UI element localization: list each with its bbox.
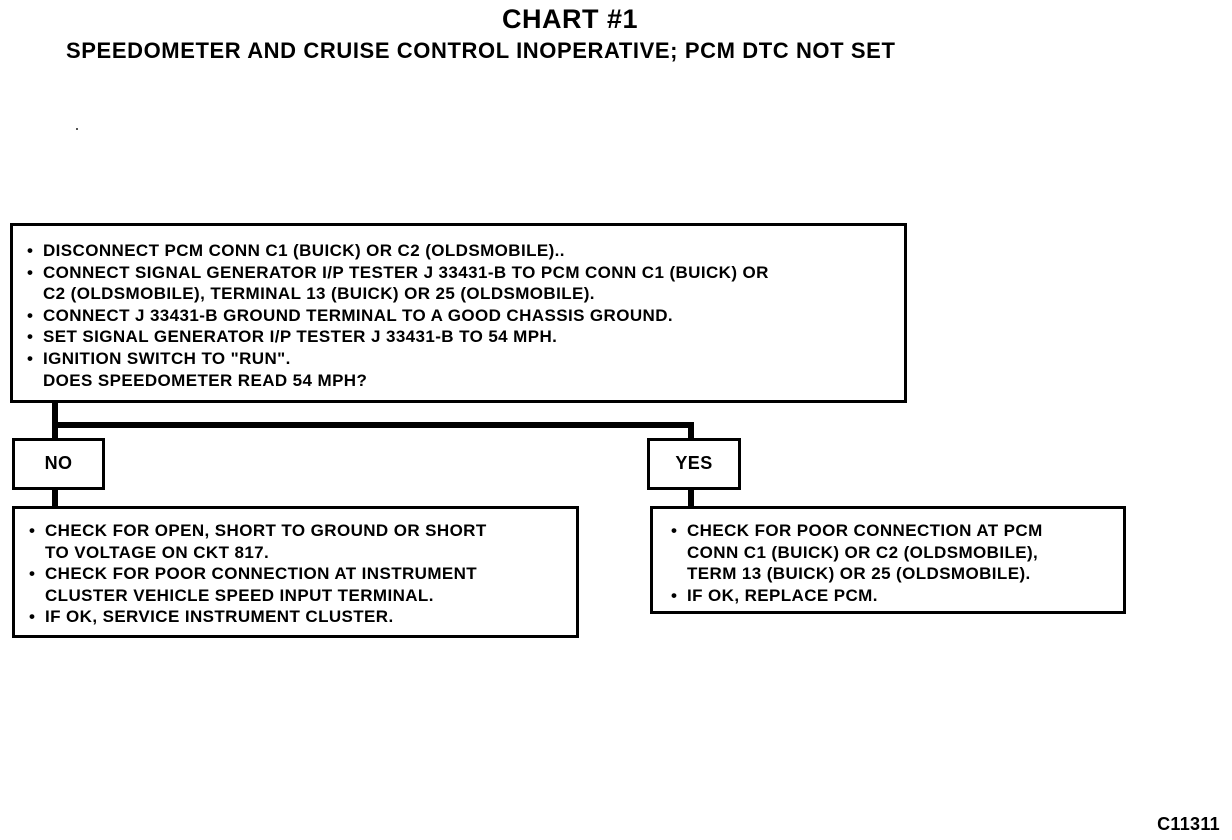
bullet-mark: • [671, 521, 678, 540]
step-text: IGNITION SWITCH TO "RUN". [43, 348, 291, 368]
yes-result-box: • CHECK FOR POOR CONNECTION AT PCM CONN C… [650, 506, 1126, 614]
test-step: • CONNECT J 33431-B GROUND TERMINAL TO A … [27, 305, 904, 327]
chart-title: CHART #1 [501, 4, 639, 34]
step-text: C2 (OLDSMOBILE), TERMINAL 13 (BUICK) OR … [43, 284, 595, 304]
test-instructions-box: • DISCONNECT PCM CONN C1 (BUICK) OR C2 (O… [10, 223, 907, 403]
bullet-mark: • [29, 564, 36, 584]
result-step: • CHECK FOR POOR CONNECTION AT INSTRUMENT [29, 563, 576, 585]
result-step: • IF OK, SERVICE INSTRUMENT CLUSTER. [29, 606, 576, 628]
step-text: CONNECT J 33431-B GROUND TERMINAL TO A G… [43, 305, 674, 325]
yes-branch-box: YES [647, 438, 741, 490]
bullet-mark: • [671, 585, 678, 605]
bullet-mark: • [27, 327, 34, 347]
step-text: CHECK FOR POOR CONNECTION AT PCM [687, 521, 1043, 540]
question-text: DOES SPEEDOMETER READ 54 MPH? [43, 370, 368, 390]
bullet-mark: • [27, 241, 34, 260]
result-step-continuation: TERM 13 (BUICK) OR 25 (OLDSMOBILE). [671, 563, 1123, 585]
bullet-mark: • [27, 305, 34, 325]
test-step: • DISCONNECT PCM CONN C1 (BUICK) OR C2 (O… [27, 240, 904, 262]
result-step: • CHECK FOR OPEN, SHORT TO GROUND OR SHOR… [29, 520, 576, 542]
no-result-box: • CHECK FOR OPEN, SHORT TO GROUND OR SHOR… [12, 506, 579, 638]
scan-speck [76, 128, 78, 130]
no-branch-box: NO [12, 438, 105, 490]
step-text: TERM 13 (BUICK) OR 25 (OLDSMOBILE). [687, 564, 1031, 584]
step-text: CHECK FOR OPEN, SHORT TO GROUND OR SHORT [45, 521, 487, 540]
figure-id: C11311 [1157, 814, 1220, 834]
result-step-continuation: CONN C1 (BUICK) OR C2 (OLDSMOBILE), [671, 542, 1123, 564]
test-step: • CONNECT SIGNAL GENERATOR I/P TESTER J 3… [27, 262, 904, 284]
chart-subtitle: SPEEDOMETER AND CRUISE CONTROL INOPERATI… [66, 38, 896, 63]
test-step-continuation: C2 (OLDSMOBILE), TERMINAL 13 (BUICK) OR … [27, 283, 904, 305]
bullet-mark: • [29, 521, 36, 540]
yes-result-list: • CHECK FOR POOR CONNECTION AT PCM CONN C… [671, 520, 1123, 606]
step-text: TO VOLTAGE ON CKT 817. [45, 542, 270, 562]
step-text: IF OK, SERVICE INSTRUMENT CLUSTER. [45, 607, 394, 627]
step-text: SET SIGNAL GENERATOR I/P TESTER J 33431-… [43, 327, 558, 347]
step-text: CHECK FOR POOR CONNECTION AT INSTRUMENT [45, 564, 478, 584]
step-text: CONN C1 (BUICK) OR C2 (OLDSMOBILE), [687, 542, 1039, 562]
test-step: • SET SIGNAL GENERATOR I/P TESTER J 33431… [27, 326, 904, 348]
test-steps-list: • DISCONNECT PCM CONN C1 (BUICK) OR C2 (O… [27, 240, 904, 391]
result-step-continuation: CLUSTER VEHICLE SPEED INPUT TERMINAL. [29, 585, 576, 607]
test-question: DOES SPEEDOMETER READ 54 MPH? [27, 370, 904, 392]
test-step: • IGNITION SWITCH TO "RUN". [27, 348, 904, 370]
bullet-mark: • [29, 607, 36, 627]
bullet-mark: • [27, 262, 34, 282]
result-step: • CHECK FOR POOR CONNECTION AT PCM [671, 520, 1123, 542]
step-text: CONNECT SIGNAL GENERATOR I/P TESTER J 33… [43, 262, 769, 282]
no-result-list: • CHECK FOR OPEN, SHORT TO GROUND OR SHOR… [29, 520, 576, 628]
step-text: CLUSTER VEHICLE SPEED INPUT TERMINAL. [45, 585, 434, 605]
yes-label: YES [675, 453, 713, 474]
no-label: NO [44, 453, 73, 474]
bullet-mark: • [27, 348, 34, 368]
step-text: DISCONNECT PCM CONN C1 (BUICK) OR C2 (OL… [43, 241, 565, 260]
step-text: IF OK, REPLACE PCM. [687, 585, 878, 605]
result-step-continuation: TO VOLTAGE ON CKT 817. [29, 542, 576, 564]
result-step: • IF OK, REPLACE PCM. [671, 585, 1123, 607]
